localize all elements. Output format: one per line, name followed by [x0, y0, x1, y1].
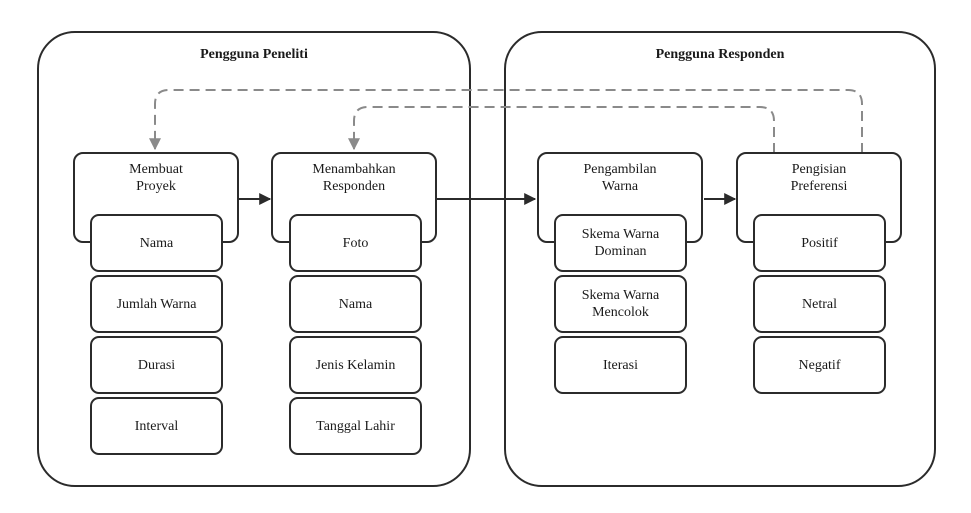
field-box: Negatif	[753, 336, 886, 394]
field-label: Nama	[338, 296, 373, 312]
field-box: Nama	[289, 275, 422, 333]
field-label: Tanggal Lahir	[316, 418, 395, 434]
field-box: Positif	[753, 214, 886, 272]
field-box: Jumlah Warna	[90, 275, 223, 333]
dashed-arrow-to-membuat-proyek	[149, 89, 863, 153]
field-label: Foto	[342, 235, 369, 251]
field-box: Netral	[753, 275, 886, 333]
field-label: Positif	[801, 235, 838, 251]
field-label: Nama	[139, 235, 174, 251]
group-title-peneliti: Pengguna Peneliti	[200, 47, 308, 62]
field-label: Netral	[802, 296, 837, 312]
stage-title: Pengisian Preferensi	[790, 162, 848, 194]
field-label: Jenis Kelamin	[315, 357, 396, 373]
field-label: Jumlah Warna	[116, 296, 197, 312]
field-label: Skema Warna Mencolok	[581, 288, 660, 320]
stage-title: Membuat Proyek	[129, 162, 183, 194]
field-box: Skema Warna Dominan	[554, 214, 687, 272]
field-box: Iterasi	[554, 336, 687, 394]
field-box: Skema Warna Mencolok	[554, 275, 687, 333]
field-box: Durasi	[90, 336, 223, 394]
field-box: Jenis Kelamin	[289, 336, 422, 394]
field-label: Skema Warna Dominan	[581, 227, 660, 259]
group-title-responden: Pengguna Responden	[655, 47, 785, 62]
field-box: Nama	[90, 214, 223, 272]
field-label: Negatif	[798, 357, 841, 373]
field-label: Interval	[134, 418, 179, 434]
field-label: Durasi	[137, 357, 176, 373]
field-box: Interval	[90, 397, 223, 455]
dashed-arrow-to-menambahkan-responden	[348, 106, 775, 153]
stage-title: Menambahkan Responden	[312, 162, 396, 194]
field-box: Foto	[289, 214, 422, 272]
stage-title: Pengambilan Warna	[583, 162, 657, 194]
field-label: Iterasi	[603, 357, 638, 373]
field-box: Tanggal Lahir	[289, 397, 422, 455]
